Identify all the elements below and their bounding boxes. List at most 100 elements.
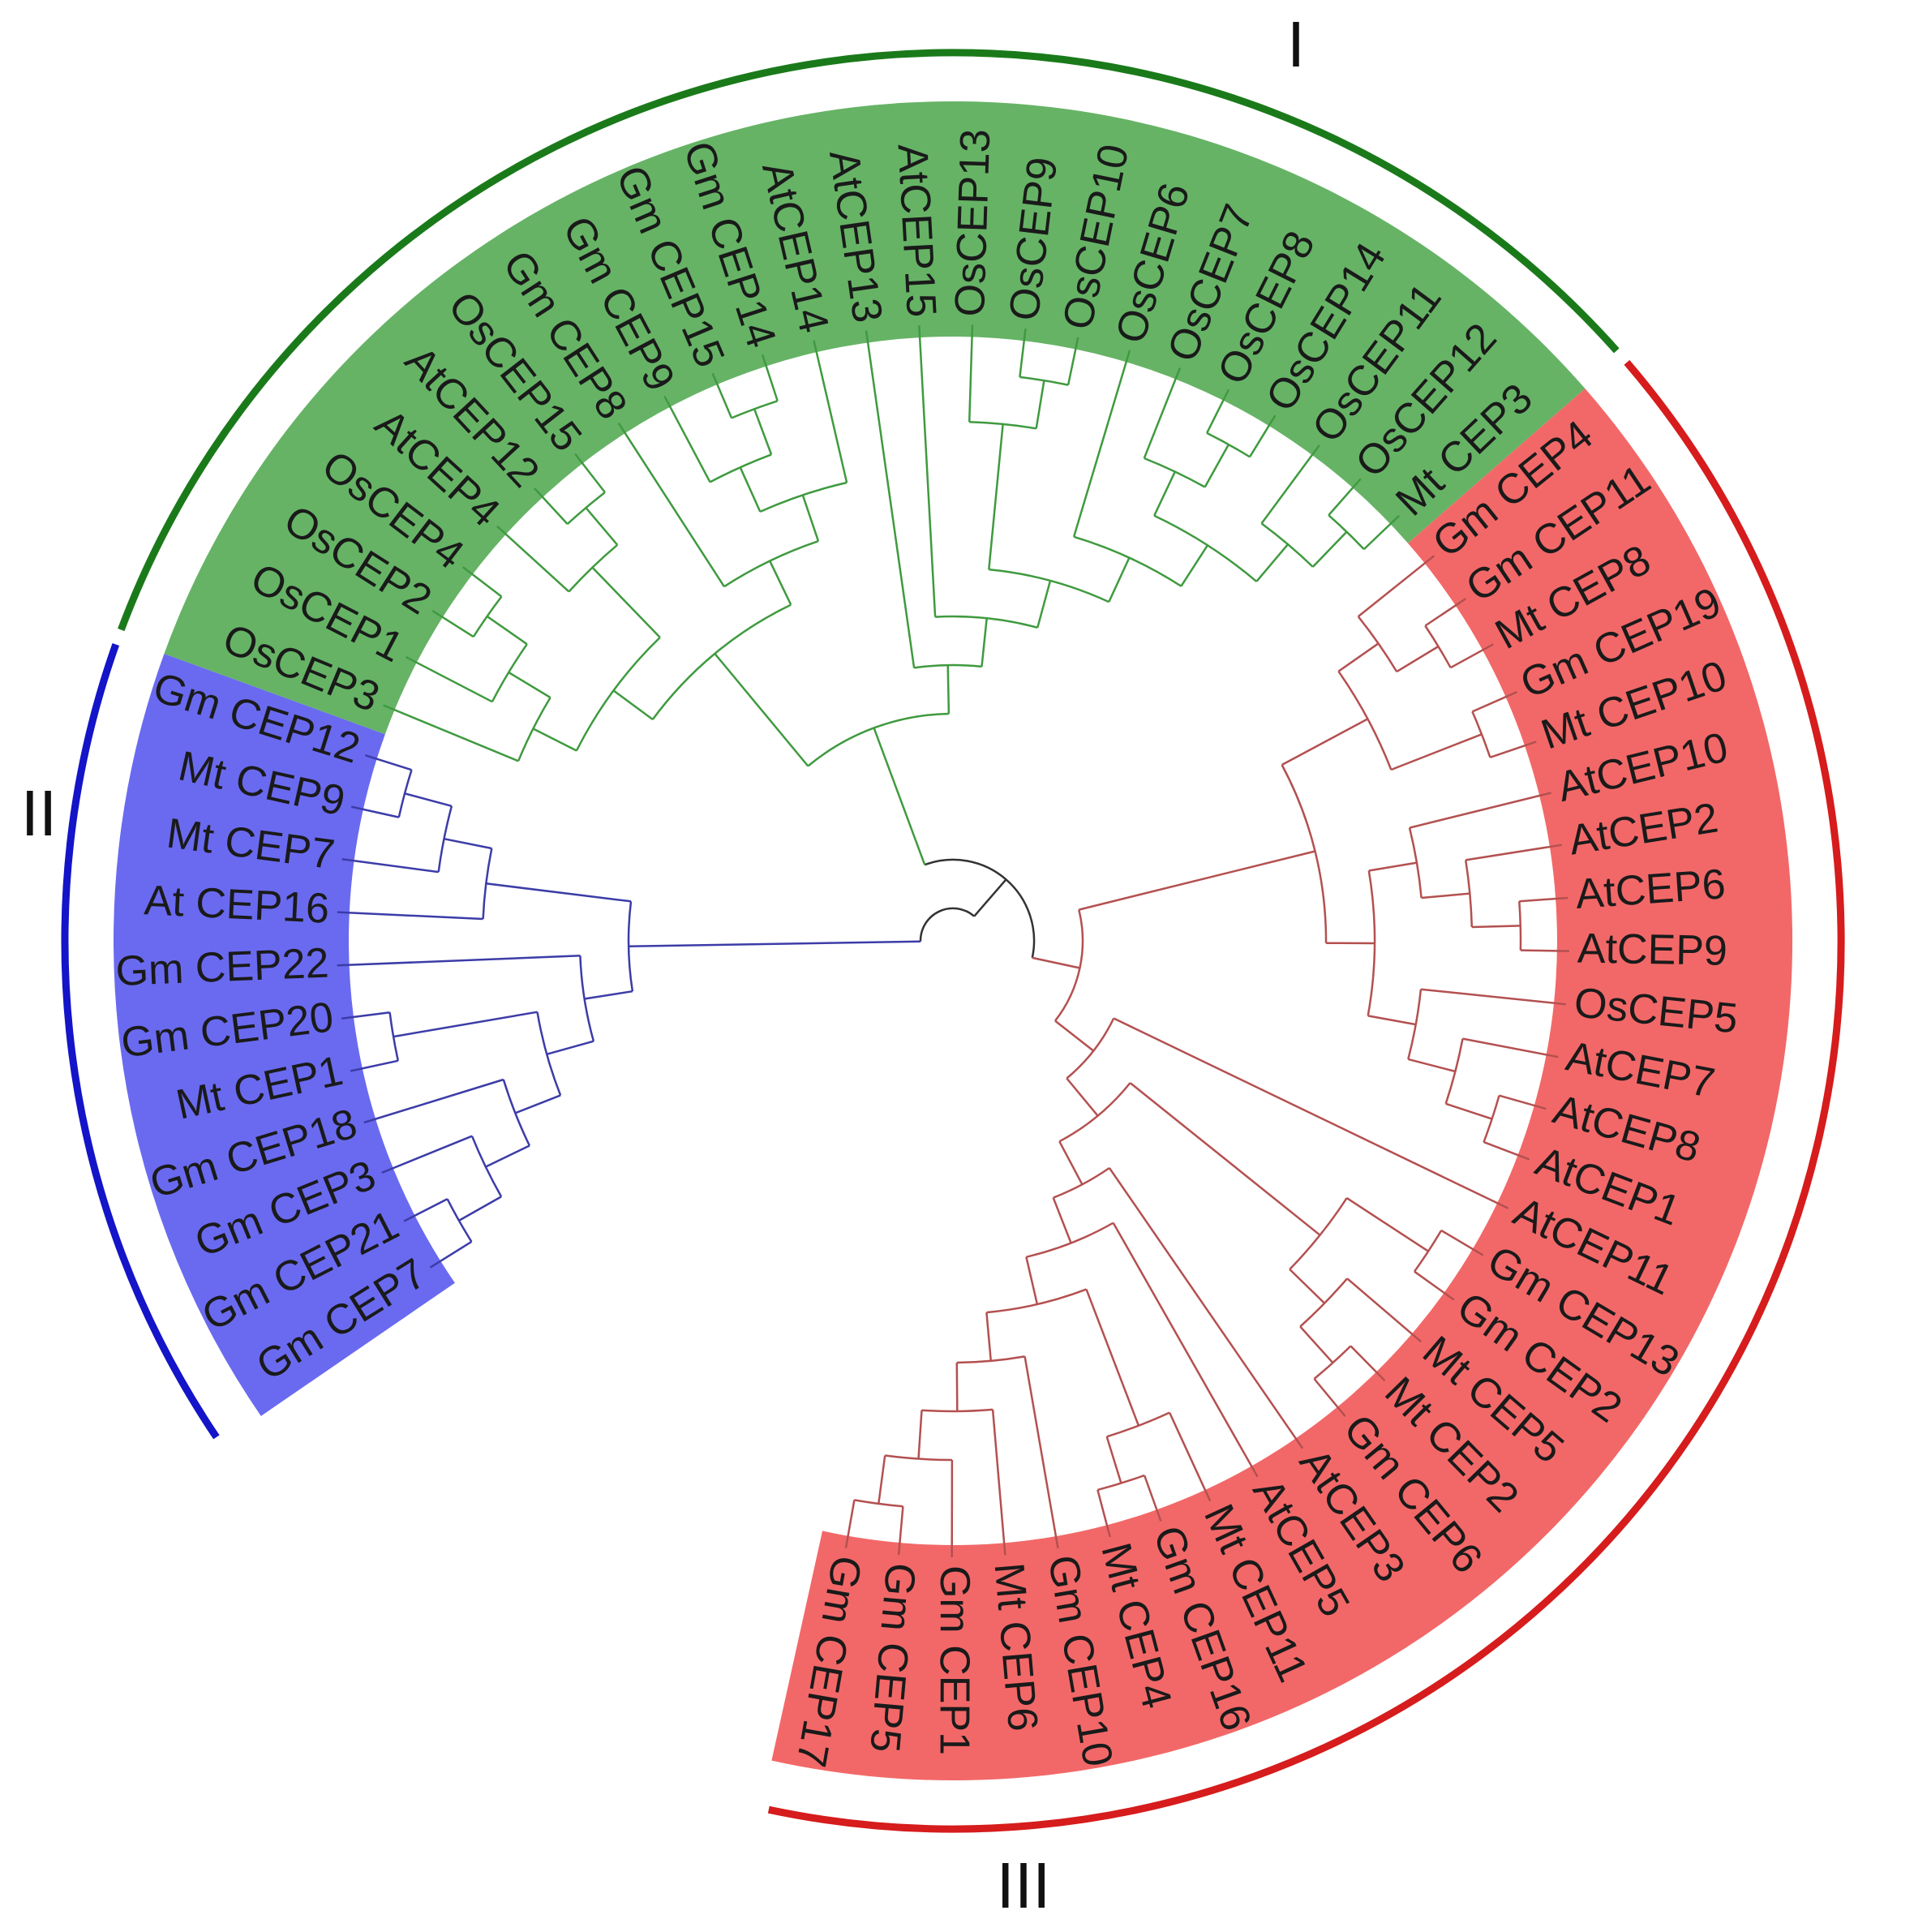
branch-arc bbox=[1413, 1230, 1443, 1273]
branch-line bbox=[1153, 470, 1176, 517]
branch-line bbox=[1260, 444, 1320, 525]
branch-line bbox=[844, 1500, 856, 1548]
branch-line bbox=[873, 728, 926, 865]
branch-line bbox=[1096, 1489, 1111, 1538]
branch-line bbox=[1054, 1020, 1095, 1052]
branch-line bbox=[1466, 844, 1562, 861]
branch-line bbox=[1108, 557, 1131, 603]
branch-line bbox=[1421, 892, 1470, 899]
branch-line bbox=[1024, 1356, 1059, 1549]
branch-line bbox=[532, 728, 577, 752]
branch-line bbox=[711, 372, 733, 419]
branch-arc bbox=[575, 637, 661, 752]
clade-arc-II bbox=[61, 642, 220, 1440]
branch-line bbox=[1289, 1269, 1326, 1304]
branch-line bbox=[1281, 718, 1368, 766]
branch-line bbox=[988, 423, 1004, 570]
branch-line bbox=[1205, 389, 1230, 434]
branch-line bbox=[1255, 543, 1289, 582]
branch-line bbox=[381, 1135, 473, 1174]
branch-line bbox=[1363, 514, 1401, 551]
branch-line bbox=[917, 1410, 923, 1459]
clade-band-II bbox=[113, 654, 455, 1416]
branch-arc bbox=[1058, 1082, 1131, 1143]
branch-line bbox=[1499, 1094, 1547, 1110]
branch-line bbox=[1113, 1017, 1509, 1209]
branch-line bbox=[761, 354, 779, 401]
branch-line bbox=[897, 1506, 904, 1556]
branch-line bbox=[617, 422, 725, 587]
tree-branches bbox=[337, 324, 1569, 1558]
branch-line bbox=[574, 453, 606, 493]
branch-line bbox=[534, 487, 569, 525]
branch-arc bbox=[566, 492, 606, 526]
branch-line bbox=[1424, 598, 1466, 627]
branch-line bbox=[663, 395, 711, 483]
branch-line bbox=[1313, 1378, 1346, 1417]
branch-arc bbox=[921, 1408, 993, 1413]
branch-line bbox=[1072, 350, 1131, 538]
branch-arc bbox=[472, 595, 503, 638]
branch-line bbox=[1367, 1015, 1417, 1026]
branch-line bbox=[1066, 337, 1079, 385]
branch-arc bbox=[913, 663, 982, 669]
branch-line bbox=[1032, 956, 1080, 969]
branch-line bbox=[865, 330, 916, 668]
branch-line bbox=[1449, 643, 1494, 669]
clade-arc-I bbox=[118, 49, 1620, 632]
clade-band-III bbox=[771, 389, 1793, 1781]
branch-arc bbox=[1153, 514, 1258, 582]
branch-line bbox=[393, 1011, 538, 1038]
clade-label-I: I bbox=[1287, 8, 1305, 80]
branch-line bbox=[337, 911, 483, 921]
clade-label-II: II bbox=[21, 777, 57, 849]
branch-line bbox=[1471, 925, 1521, 929]
branch-line bbox=[1311, 530, 1348, 568]
branch-line bbox=[1180, 544, 1208, 587]
branch-line bbox=[1105, 1436, 1122, 1483]
branch-line bbox=[383, 704, 519, 762]
branch-arc bbox=[1337, 670, 1393, 771]
branch-line bbox=[946, 665, 951, 715]
branch-arc bbox=[986, 1288, 1087, 1314]
branch-line bbox=[739, 466, 762, 513]
branch-line bbox=[1345, 1197, 1429, 1252]
clade-bands bbox=[113, 101, 1793, 1781]
branch-line bbox=[918, 325, 937, 617]
branch-line bbox=[508, 671, 551, 699]
branch-line bbox=[1337, 642, 1380, 672]
leaf-label: Gm CEP22 bbox=[115, 939, 330, 995]
branch-line bbox=[584, 990, 633, 1000]
branch-line bbox=[1414, 1270, 1455, 1301]
branch-line bbox=[405, 655, 493, 703]
branch-line bbox=[1143, 367, 1182, 459]
branch-arc bbox=[1407, 989, 1423, 1060]
branch-line bbox=[1299, 1325, 1334, 1364]
branch-arc bbox=[1026, 1221, 1114, 1258]
branch-arc bbox=[723, 540, 819, 588]
branch-arc bbox=[1281, 764, 1328, 943]
branch-line bbox=[429, 1240, 473, 1269]
leaf-label: AtCEP6 bbox=[1574, 861, 1727, 918]
branch-line bbox=[1489, 741, 1537, 758]
branch-arc bbox=[397, 769, 413, 818]
branch-arc bbox=[579, 955, 595, 1042]
leaf-label: At CEP16 bbox=[143, 877, 330, 933]
branch-line bbox=[1078, 850, 1315, 911]
branch-line bbox=[1143, 1475, 1162, 1522]
branch-line bbox=[1035, 380, 1045, 429]
branch-arc bbox=[1313, 1345, 1352, 1380]
branch-arc bbox=[482, 848, 493, 920]
branch-arc bbox=[1066, 1017, 1115, 1080]
branch-line bbox=[981, 618, 988, 668]
branch-arc bbox=[956, 1355, 1025, 1364]
branch-line bbox=[1357, 555, 1436, 618]
branch-arc bbox=[1367, 870, 1376, 1016]
branch-line bbox=[1445, 1102, 1493, 1120]
branch-line bbox=[431, 609, 474, 638]
branch-arc bbox=[1054, 909, 1084, 1022]
branch-line bbox=[1025, 1256, 1039, 1305]
branch-line bbox=[968, 324, 974, 423]
branch-line bbox=[403, 1198, 448, 1222]
